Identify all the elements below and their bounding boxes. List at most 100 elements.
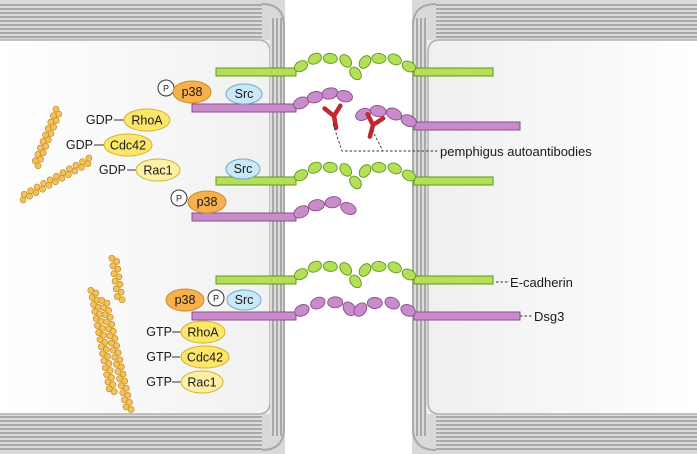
cdc42-label: Cdc42 (110, 139, 146, 153)
phospho-marker (207, 289, 225, 307)
e-cadherin-ectodomain-domain (387, 53, 402, 66)
actin-filament (108, 254, 126, 304)
phospho-label: P (176, 194, 182, 204)
e-cadherin-ectodomain-domain (322, 260, 338, 272)
e-cadherin-ectodomain-domain (307, 260, 322, 273)
rac1-protein (180, 370, 224, 394)
e-cadherin-ectodomain-domain (322, 161, 338, 173)
e-cadherin-left-rod (215, 176, 297, 186)
dsg3-ectodomain-domain (321, 87, 339, 100)
actin-filament (31, 105, 63, 170)
e-cadherin-right-rod (413, 275, 494, 285)
rhoa-label: RhoA (131, 114, 163, 128)
e-cadherin-ectodomain-domain (358, 55, 372, 69)
right-cell (412, 0, 697, 454)
dsg3-ectodomain-domain (340, 202, 357, 215)
rhoa-protein (123, 108, 171, 132)
e-cadherin-right-rod (413, 176, 494, 186)
e-cadherin-ectodomain-domain (401, 60, 416, 73)
dsg3-ectodomain (293, 196, 357, 219)
e-cadherin-ectodomain-domain (358, 164, 372, 178)
bottom-signaling-complex: p38 P Src GTP RhoA GTP Cdc42 GTP Rac1 (146, 288, 262, 394)
dsg3-right-rod (413, 311, 521, 321)
p38-protein (165, 288, 205, 312)
p38-protein (187, 190, 227, 214)
e-cadherin-ectodomain-domain (339, 262, 352, 276)
e-cadherin-ectodomain-domain (293, 268, 309, 281)
src-label: Src (234, 162, 253, 176)
dsg3-right-rod (413, 121, 521, 131)
dsg3-ectodomain-domain (294, 304, 310, 317)
e-cadherin-ectodomain (293, 161, 416, 190)
e-cadherin-ectodomain-domain (358, 263, 372, 277)
rhoa-protein (180, 320, 226, 344)
e-cadherin-ectodomain-domain (387, 162, 402, 175)
gtpase-nucleotide-label: GTP (146, 325, 172, 339)
p38-label: p38 (197, 195, 218, 209)
e-cadherin-ectodomain-domain (387, 261, 402, 274)
dsg3-ectodomain-domain (327, 296, 344, 309)
e-cadherin-complex (215, 161, 494, 190)
cadherin-layer (191, 52, 521, 321)
gtpase-nucleotide-label: GTP (146, 375, 172, 389)
dsg3-ectodomain-domain (336, 90, 353, 103)
dsg3-ectodomain-domain (293, 205, 310, 219)
e-cadherin-ectodomain-domain (401, 268, 416, 281)
actin-filament (19, 154, 93, 204)
gtpase-nucleotide-label: GTP (146, 350, 172, 364)
dsg3-ectodomain (292, 87, 353, 110)
e-cadherin-ectodomain (293, 260, 416, 289)
actin-filaments (19, 105, 135, 413)
e-cadherin-ectodomain-domain (339, 163, 352, 177)
e-cadherin-ectodomain-domain (371, 161, 387, 173)
dsg3-ectodomain-domain (310, 296, 326, 310)
gtpase-nucleotide-label: GDP (99, 163, 126, 177)
src-protein (225, 83, 263, 105)
dsg3-left-rod (191, 212, 297, 222)
dsg3-ectodomain (355, 105, 417, 128)
e-cadherin-ectodomain-domain (293, 60, 309, 73)
leader-lines (332, 123, 532, 317)
e-cadherin-ectodomain-domain (339, 54, 352, 68)
e-cadherin-ectodomain-domain (307, 161, 322, 174)
top-signaling-complex: P p38 Src GDP RhoA GDP Cdc42 GDP Rac1 (66, 79, 263, 182)
cdc42-protein (180, 345, 230, 369)
dsg3-ectodomain-domain (400, 304, 416, 317)
dsg3-ectodomain (294, 296, 416, 317)
e-cadherin-ectodomain-domain (322, 52, 338, 64)
pemphigus-autoantibodies (322, 103, 386, 139)
phospho-label: P (213, 294, 219, 304)
phospho-label: P (163, 84, 169, 94)
e-cadherin-left-rod (215, 275, 297, 285)
dsg3-ectodomain-domain (324, 196, 342, 209)
e-cadherin-ectodomain (293, 52, 416, 81)
dsg3-complex-split (191, 87, 521, 131)
e-cadherin-ectodomain-domain (349, 274, 362, 289)
p38-protein (172, 80, 212, 104)
dsg3-ectodomain-domain (384, 296, 400, 310)
cdc42-protein (103, 133, 153, 157)
dsg3-left-rod (191, 311, 297, 321)
dsg3-ectodomain-domain (400, 114, 417, 128)
e-cadherin-complex (215, 260, 494, 289)
e-cadherin-ectodomain-domain (349, 175, 362, 190)
actin-filament (87, 287, 118, 395)
rac1-label: Rac1 (143, 164, 172, 178)
rhoa-label: RhoA (187, 326, 219, 340)
autoantibody-icon (365, 111, 386, 139)
label-dsg3: Dsg3 (534, 309, 564, 324)
rac1-protein (135, 158, 181, 182)
autoantibody-icon (322, 103, 343, 131)
cdc42-label: Cdc42 (187, 351, 223, 365)
dsg3-ectodomain-domain (366, 297, 383, 309)
src-protein (225, 158, 261, 180)
e-cadherin-ectodomain-domain (349, 66, 362, 81)
dsg3-complex-intact (191, 296, 521, 321)
dsg3-ectodomain-domain (308, 199, 325, 212)
dsg3-left-rod (191, 103, 297, 113)
dsg3-ectodomain-domain (353, 302, 368, 317)
e-cadherin-ectodomain-domain (401, 169, 416, 182)
e-cadherin-ectodomain-domain (371, 260, 387, 272)
